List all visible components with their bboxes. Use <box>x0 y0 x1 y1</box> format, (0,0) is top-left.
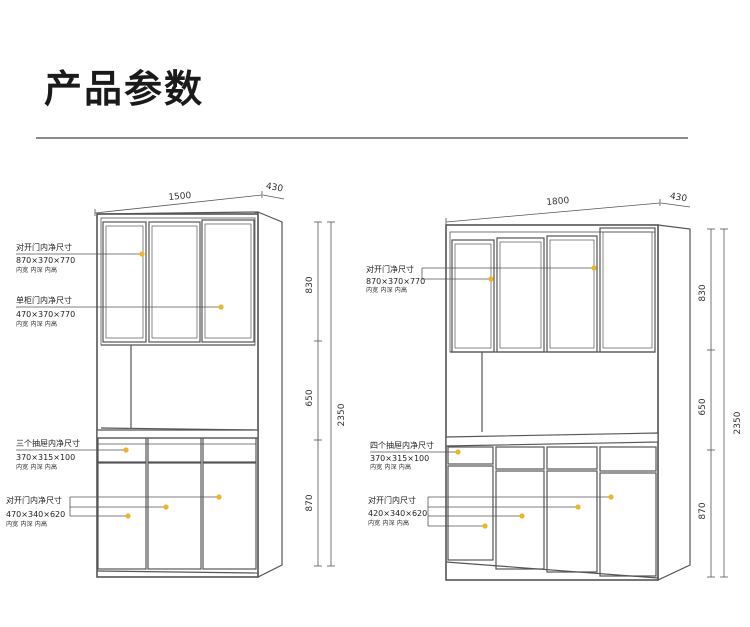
right-counter <box>445 432 659 447</box>
right-middle-height: 650 <box>698 398 708 415</box>
left-upper-door-2-glass <box>151 225 198 339</box>
left-label-3-dims: 370×315×100 <box>16 453 75 462</box>
left-upper-door-2 <box>148 221 201 343</box>
left-lower-door-2 <box>147 462 202 570</box>
left-label-2-title: 单柜门内净尺寸 <box>16 295 72 305</box>
right-drawer-4 <box>599 446 657 472</box>
left-label-4-sub: 内宽 内深 内高 <box>6 520 47 528</box>
right-drawer-1 <box>447 446 494 465</box>
dot-icon <box>218 304 224 310</box>
left-label-4-title: 对开门内净尺寸 <box>6 495 62 505</box>
right-label-1-title: 对开门净尺寸 <box>366 264 414 274</box>
left-label-2-sub: 内宽 内深 内高 <box>16 320 57 328</box>
right-label-1-dims: 870×370×770 <box>366 277 425 286</box>
dot-icon <box>123 447 129 453</box>
dot-icon <box>608 494 614 500</box>
left-width-dimension <box>94 191 285 216</box>
left-drawer-2 <box>147 437 202 463</box>
left-counter <box>96 429 259 439</box>
left-label-3-sub: 内宽 内深 内高 <box>16 463 57 471</box>
left-drawer-3 <box>202 437 257 463</box>
left-label-1-dims: 870×370×770 <box>16 256 75 265</box>
right-drawer-2 <box>495 446 545 470</box>
right-label-2-title: 四个抽屉内净尺寸 <box>370 440 434 450</box>
dot-icon <box>163 504 169 510</box>
right-lower-height: 870 <box>698 502 708 519</box>
right-side-panel <box>657 224 691 581</box>
right-upper-height: 830 <box>698 284 708 301</box>
dot-icon <box>455 449 461 455</box>
left-upper-door-1-glass <box>105 225 144 339</box>
right-lower-door-1 <box>447 465 494 561</box>
right-upper-door-2-glass <box>499 241 542 349</box>
right-depth-label: 430 <box>669 192 688 205</box>
right-upper-door-3-glass <box>549 239 595 349</box>
left-label-3-title: 三个抽屉内净尺寸 <box>16 438 80 448</box>
right-label-2-dims: 370×315×100 <box>370 454 429 463</box>
left-label-1-title: 对开门内净尺寸 <box>16 242 72 252</box>
dot-icon <box>575 504 581 510</box>
right-cabinet <box>445 224 691 581</box>
left-side-panel <box>257 211 283 578</box>
title-divider <box>36 137 688 139</box>
right-label-1-sub: 内宽 内深 内高 <box>366 286 407 294</box>
right-upper-door-4-glass <box>602 231 653 349</box>
left-upper-door-1 <box>102 221 147 343</box>
right-total-height: 2350 <box>733 411 743 434</box>
left-top-edge <box>96 211 259 215</box>
left-dots <box>123 251 224 519</box>
left-total-height: 2350 <box>337 403 347 426</box>
left-front-frame <box>96 213 259 578</box>
right-drawer-3 <box>546 446 598 470</box>
left-upper-door-3 <box>201 219 255 343</box>
left-base <box>96 570 259 574</box>
left-label-1-sub: 内宽 内深 内高 <box>16 266 57 274</box>
left-leaders <box>16 253 220 517</box>
left-lower-height: 870 <box>305 494 315 511</box>
left-cabinet <box>96 211 283 578</box>
right-base <box>445 561 659 579</box>
right-lower-door-2 <box>495 470 545 570</box>
right-dots <box>455 265 614 529</box>
left-label-4-dims: 470×340×620 <box>6 510 65 519</box>
left-upper-door-3-glass <box>204 223 252 339</box>
dot-icon <box>139 251 145 257</box>
left-label-2-dims: 470×370×770 <box>16 310 75 319</box>
right-label-3-title: 对开门内尺寸 <box>368 495 416 505</box>
right-label-2-sub: 内宽 内深 内高 <box>370 463 411 471</box>
left-height-dimension <box>314 221 335 567</box>
right-upper-door-1-glass <box>454 243 492 349</box>
dot-icon <box>125 513 131 519</box>
left-middle-height: 650 <box>305 389 315 406</box>
right-width-dimension <box>445 199 691 225</box>
right-width-label: 1800 <box>546 196 570 208</box>
right-height-dimension <box>707 228 728 578</box>
dot-icon <box>488 276 494 282</box>
left-depth-label: 430 <box>265 182 284 195</box>
left-lower-door-3 <box>202 462 257 570</box>
right-label-3-sub: 内宽 内深 内高 <box>368 519 409 527</box>
right-label-3-dims: 420×340×620 <box>368 509 427 518</box>
dot-icon <box>216 494 222 500</box>
left-upper-height: 830 <box>305 276 315 293</box>
dot-icon <box>482 523 488 529</box>
dot-icon <box>519 513 525 519</box>
right-leaders <box>370 267 610 527</box>
right-front-frame <box>445 224 659 581</box>
left-width-label: 1500 <box>168 191 192 203</box>
dot-icon <box>591 265 597 271</box>
page-title: 产品参数 <box>44 67 205 111</box>
